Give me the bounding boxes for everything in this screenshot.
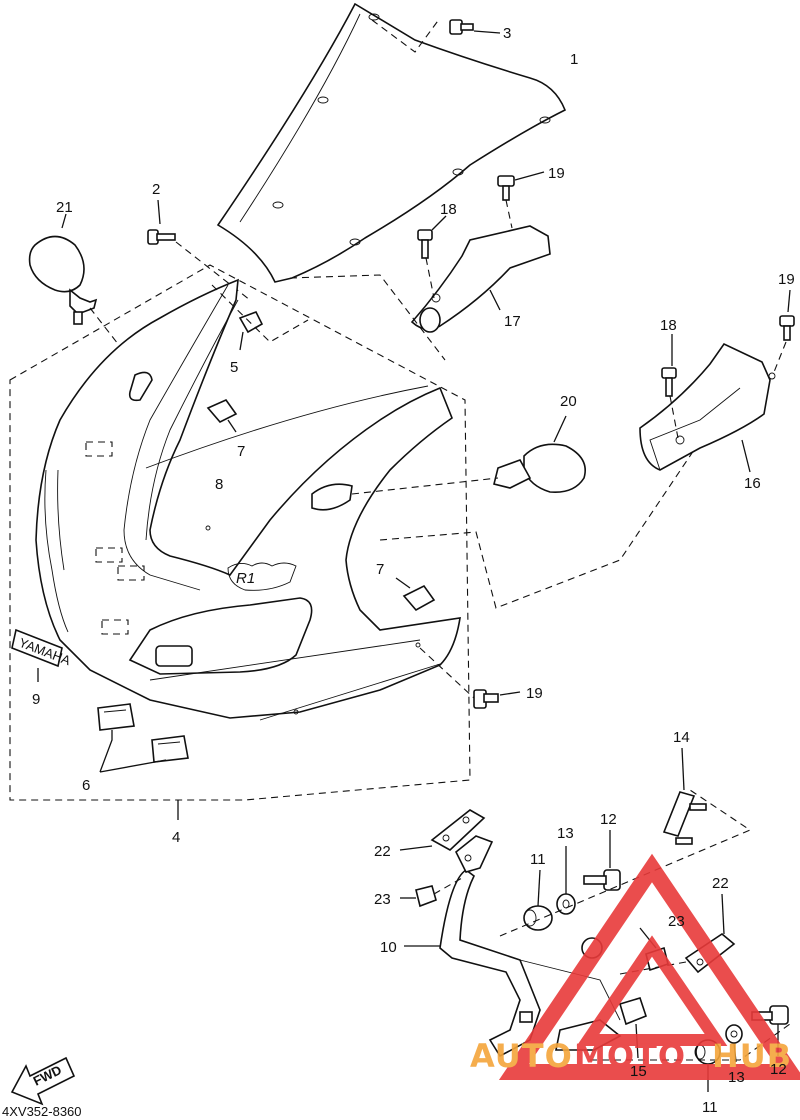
callout-21: 21 xyxy=(56,199,73,216)
callout-12-upper: 12 xyxy=(600,811,617,828)
callout-4: 4 xyxy=(172,829,180,846)
callout-23-upper: 23 xyxy=(374,891,391,908)
callout-9: 9 xyxy=(32,691,40,708)
screw-19-lower-icon xyxy=(473,689,499,709)
callout-5: 5 xyxy=(230,359,238,376)
mirror-right-icon xyxy=(493,443,586,494)
screw-18-lower-icon xyxy=(661,367,677,397)
side-cover-17 xyxy=(410,225,551,333)
callout-19-right: 19 xyxy=(778,271,795,288)
watermark-moto: MOTO xyxy=(574,1037,686,1075)
callout-22-upper: 22 xyxy=(374,843,391,860)
nut-7-lower-icon xyxy=(402,584,436,612)
nut-7-upper-icon xyxy=(206,399,238,423)
callout-17: 17 xyxy=(504,313,521,330)
callout-20: 20 xyxy=(560,393,577,410)
bolt-12-lower-icon xyxy=(751,1005,789,1025)
callout-18-lower: 18 xyxy=(660,317,677,334)
callout-8: 8 xyxy=(215,476,223,493)
r1-decal: R1 xyxy=(227,562,297,591)
callout-1: 1 xyxy=(570,51,578,68)
callout-7-upper: 7 xyxy=(237,443,245,460)
watermark-auto: AUTO xyxy=(470,1037,573,1075)
bolt-12-upper-icon xyxy=(583,869,621,891)
windshield xyxy=(216,2,567,283)
screw-19-right-icon xyxy=(779,315,795,341)
nut-23-upper-icon xyxy=(415,885,437,908)
callout-13-upper: 13 xyxy=(557,825,574,842)
damper-6-upper-icon xyxy=(97,703,135,731)
damper-6-lower-icon xyxy=(151,735,189,763)
screw-18-upper-icon xyxy=(417,229,433,259)
side-cover-16 xyxy=(639,342,776,471)
bracket-22-upper-icon xyxy=(430,809,486,851)
watermark-hub: HUB xyxy=(712,1037,792,1075)
screw-19-upper-icon xyxy=(497,175,515,201)
callout-10: 10 xyxy=(380,939,397,956)
callout-19-upper: 19 xyxy=(548,165,565,182)
callout-6: 6 xyxy=(82,777,90,794)
callout-13-lower: 13 xyxy=(728,1069,745,1086)
callout-18-upper: 18 xyxy=(440,201,457,218)
callout-12-lower: 12 xyxy=(770,1061,787,1078)
catalog-code: 4XV352-8360 xyxy=(2,1104,82,1119)
callout-15: 15 xyxy=(630,1063,647,1080)
washer-13-lower-icon xyxy=(725,1024,743,1044)
callout-11-upper: 11 xyxy=(530,851,546,868)
screw-2-icon xyxy=(147,229,176,245)
callout-19-lower: 19 xyxy=(526,685,543,702)
callout-14: 14 xyxy=(673,729,690,746)
callout-3: 3 xyxy=(503,25,511,42)
clip-5-icon xyxy=(238,310,264,334)
screw-3-icon xyxy=(449,19,474,35)
upper-cowling xyxy=(35,278,461,721)
callout-2: 2 xyxy=(152,181,160,198)
automotohub-watermark-logo: AUTO MOTO HUB xyxy=(470,853,800,1080)
bracket-14-icon xyxy=(662,791,707,845)
r1-decal-text: R1 xyxy=(236,570,255,587)
nut-15-icon xyxy=(619,997,647,1026)
mirror-left-icon xyxy=(28,235,98,325)
callout-22-lower: 22 xyxy=(712,875,729,892)
callout-11-lower: 11 xyxy=(702,1099,718,1116)
fwd-arrow-icon: FWD xyxy=(10,1056,76,1106)
callout-16: 16 xyxy=(744,475,761,492)
callout-7-lower: 7 xyxy=(376,561,384,578)
damper-11-upper-icon xyxy=(523,905,553,931)
callout-23-lower: 23 xyxy=(668,913,685,930)
